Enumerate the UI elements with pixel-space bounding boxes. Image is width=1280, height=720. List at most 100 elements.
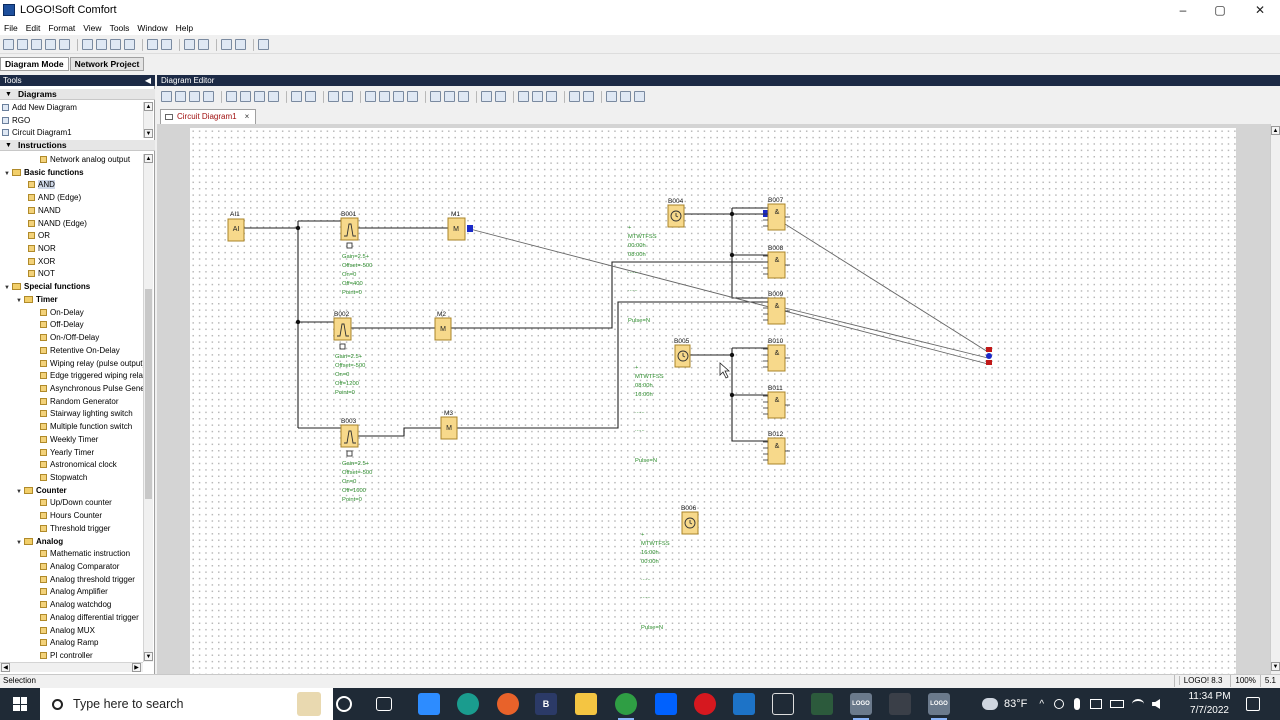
edge-browser-icon[interactable] xyxy=(457,693,479,715)
scroll-down-icon[interactable]: ▼ xyxy=(144,129,153,138)
start-button[interactable] xyxy=(0,688,40,720)
tree-item-retentive-on-delay[interactable]: Retentive On-Delay xyxy=(40,345,143,358)
logo-soft-icon[interactable]: LOGO xyxy=(928,693,950,720)
tree-item-analog-ramp[interactable]: Analog Ramp xyxy=(40,637,143,650)
online-test-icon[interactable] xyxy=(235,39,246,50)
opera-icon[interactable] xyxy=(694,693,716,715)
scroll-down-icon[interactable]: ▼ xyxy=(1271,662,1280,671)
menu-tools[interactable]: Tools xyxy=(109,22,130,33)
simulation-icon[interactable] xyxy=(221,39,232,50)
tree-item-pi-controller[interactable]: PI controller xyxy=(40,650,143,663)
scroll-up-icon[interactable]: ▲ xyxy=(1271,126,1280,135)
align-right-icon[interactable] xyxy=(254,91,265,102)
menu-window[interactable]: Window xyxy=(137,22,168,33)
tree-item-multiple-function-switch[interactable]: Multiple function switch xyxy=(40,421,143,434)
save-icon[interactable] xyxy=(45,39,56,50)
tree-group-basic-functions[interactable]: ▼Basic functions xyxy=(4,167,143,180)
tree-item-asynchronous-pulse-generat[interactable]: Asynchronous Pulse Generat xyxy=(40,383,143,396)
tree-item-weekly-timer[interactable]: Weekly Timer xyxy=(40,434,143,447)
scroll-up-icon[interactable]: ▲ xyxy=(144,102,153,111)
split-icon-3[interactable] xyxy=(634,91,645,102)
collapse-triangle-icon[interactable]: ▼ xyxy=(5,91,12,98)
tree-group-timer[interactable]: ▼Timer xyxy=(16,294,143,307)
transfer-pc-to-logo-icon[interactable] xyxy=(184,39,195,50)
tree-item-analog-watchdog[interactable]: Analog watchdog xyxy=(40,599,143,612)
block-icon-1[interactable] xyxy=(365,91,376,102)
connect-tool-icon[interactable] xyxy=(175,91,186,102)
chrome-icon[interactable] xyxy=(615,693,637,720)
copy-icon[interactable] xyxy=(110,39,121,50)
calculator-icon[interactable] xyxy=(889,693,911,715)
tree-item-up-down-counter[interactable]: Up/Down counter xyxy=(40,497,143,510)
tree-item-threshold-trigger[interactable]: Threshold trigger xyxy=(40,523,143,536)
logo-soft-icon[interactable]: LOGO xyxy=(850,693,872,720)
battery-icon[interactable] xyxy=(1110,700,1125,708)
menu-format[interactable]: Format xyxy=(48,22,76,33)
tree-group-analog[interactable]: ▼Analog xyxy=(16,536,143,549)
tab-diagram-mode[interactable]: Diagram Mode xyxy=(0,57,69,71)
help-icon[interactable] xyxy=(1054,699,1065,709)
tree-group-counter[interactable]: ▼Counter xyxy=(16,485,143,498)
tree-item-nand-edge[interactable]: NAND (Edge) xyxy=(28,218,143,231)
menu-help[interactable]: Help xyxy=(175,22,194,33)
align-top-icon[interactable] xyxy=(268,91,279,102)
b-app-icon[interactable]: B xyxy=(535,693,557,715)
new-icon[interactable] xyxy=(3,39,14,50)
context-help-icon[interactable] xyxy=(258,39,269,50)
cortana-icon[interactable] xyxy=(336,696,352,712)
show-hidden-icons[interactable]: ^ xyxy=(1039,698,1045,710)
tree-item-and[interactable]: AND xyxy=(28,179,143,192)
tree-item-or[interactable]: OR xyxy=(28,230,143,243)
mail-icon[interactable] xyxy=(733,693,755,715)
page-icon-3[interactable] xyxy=(458,91,469,102)
add-new-diagram-item[interactable]: Add New Diagram xyxy=(2,102,142,115)
instructions-scrollbar[interactable]: ▲ ▼ xyxy=(143,154,153,662)
notification-icon[interactable] xyxy=(1090,699,1103,709)
collapse-triangle-icon[interactable]: ▼ xyxy=(4,285,10,292)
diagram-canvas[interactable] xyxy=(190,128,1236,674)
horizontal-scrollbar[interactable]: ◀ ▶ xyxy=(0,662,143,672)
file-explorer-icon[interactable] xyxy=(575,693,597,715)
maximize-button[interactable]: ▢ xyxy=(1214,3,1226,17)
tree-item-analog-amplifier[interactable]: Analog Amplifier xyxy=(40,586,143,599)
taskbar-search-box[interactable]: Type here to search xyxy=(40,688,333,720)
block-icon-2[interactable] xyxy=(379,91,390,102)
close-tab-icon[interactable]: × xyxy=(244,112,250,121)
media-app-icon[interactable] xyxy=(811,693,833,715)
block-icon-4[interactable] xyxy=(407,91,418,102)
wifi-icon[interactable] xyxy=(1132,699,1145,709)
zoom-out-icon[interactable] xyxy=(495,91,506,102)
tree-item-xor[interactable]: XOR xyxy=(28,256,143,269)
tree-item-on-off-delay[interactable]: On-/Off-Delay xyxy=(40,332,143,345)
tree-item-off-delay[interactable]: Off-Delay xyxy=(40,319,143,332)
undo-icon[interactable] xyxy=(147,39,158,50)
network-icon-2[interactable] xyxy=(583,91,594,102)
constants-tool-icon[interactable] xyxy=(189,91,200,102)
transfer-logo-to-pc-icon[interactable] xyxy=(198,39,209,50)
tree-item-analog-differential-trigger[interactable]: Analog differential trigger xyxy=(40,612,143,625)
collapse-triangle-icon[interactable]: ▼ xyxy=(16,488,22,495)
dropbox-icon[interactable] xyxy=(655,693,677,715)
weather-icon[interactable] xyxy=(982,698,998,710)
selection-tool-icon[interactable] xyxy=(161,91,172,102)
tree-item-not[interactable]: NOT xyxy=(28,268,143,281)
grid-icon[interactable] xyxy=(532,91,543,102)
scroll-down-icon[interactable]: ▼ xyxy=(144,652,153,661)
redo-icon[interactable] xyxy=(342,91,353,102)
diagram-item-circuit-diagram1[interactable]: Circuit Diagram1 xyxy=(2,127,142,140)
diagram-list-scrollbar[interactable]: ▲ ▼ xyxy=(143,102,153,138)
tree-item-and-edge[interactable]: AND (Edge) xyxy=(28,192,143,205)
tree-item-wiping-relay-pulse-output[interactable]: Wiping relay (pulse output) xyxy=(40,358,143,371)
tree-item-hours-counter[interactable]: Hours Counter xyxy=(40,510,143,523)
minimize-button[interactable]: – xyxy=(1179,3,1187,17)
tree-item-analog-comparator[interactable]: Analog Comparator xyxy=(40,561,143,574)
action-center-icon[interactable] xyxy=(1246,697,1260,711)
collapse-triangle-icon[interactable]: ▼ xyxy=(16,539,22,546)
tree-item-network-analog-output[interactable]: Network analog output xyxy=(40,154,143,167)
scrollbar-thumb[interactable] xyxy=(145,289,152,499)
menu-file[interactable]: File xyxy=(4,22,18,33)
diagram-item-rgo[interactable]: RGO xyxy=(2,115,142,128)
tab-circuit-diagram1[interactable]: Circuit Diagram1× xyxy=(160,109,257,124)
scroll-up-icon[interactable]: ▲ xyxy=(144,154,153,163)
table-icon[interactable] xyxy=(546,91,557,102)
